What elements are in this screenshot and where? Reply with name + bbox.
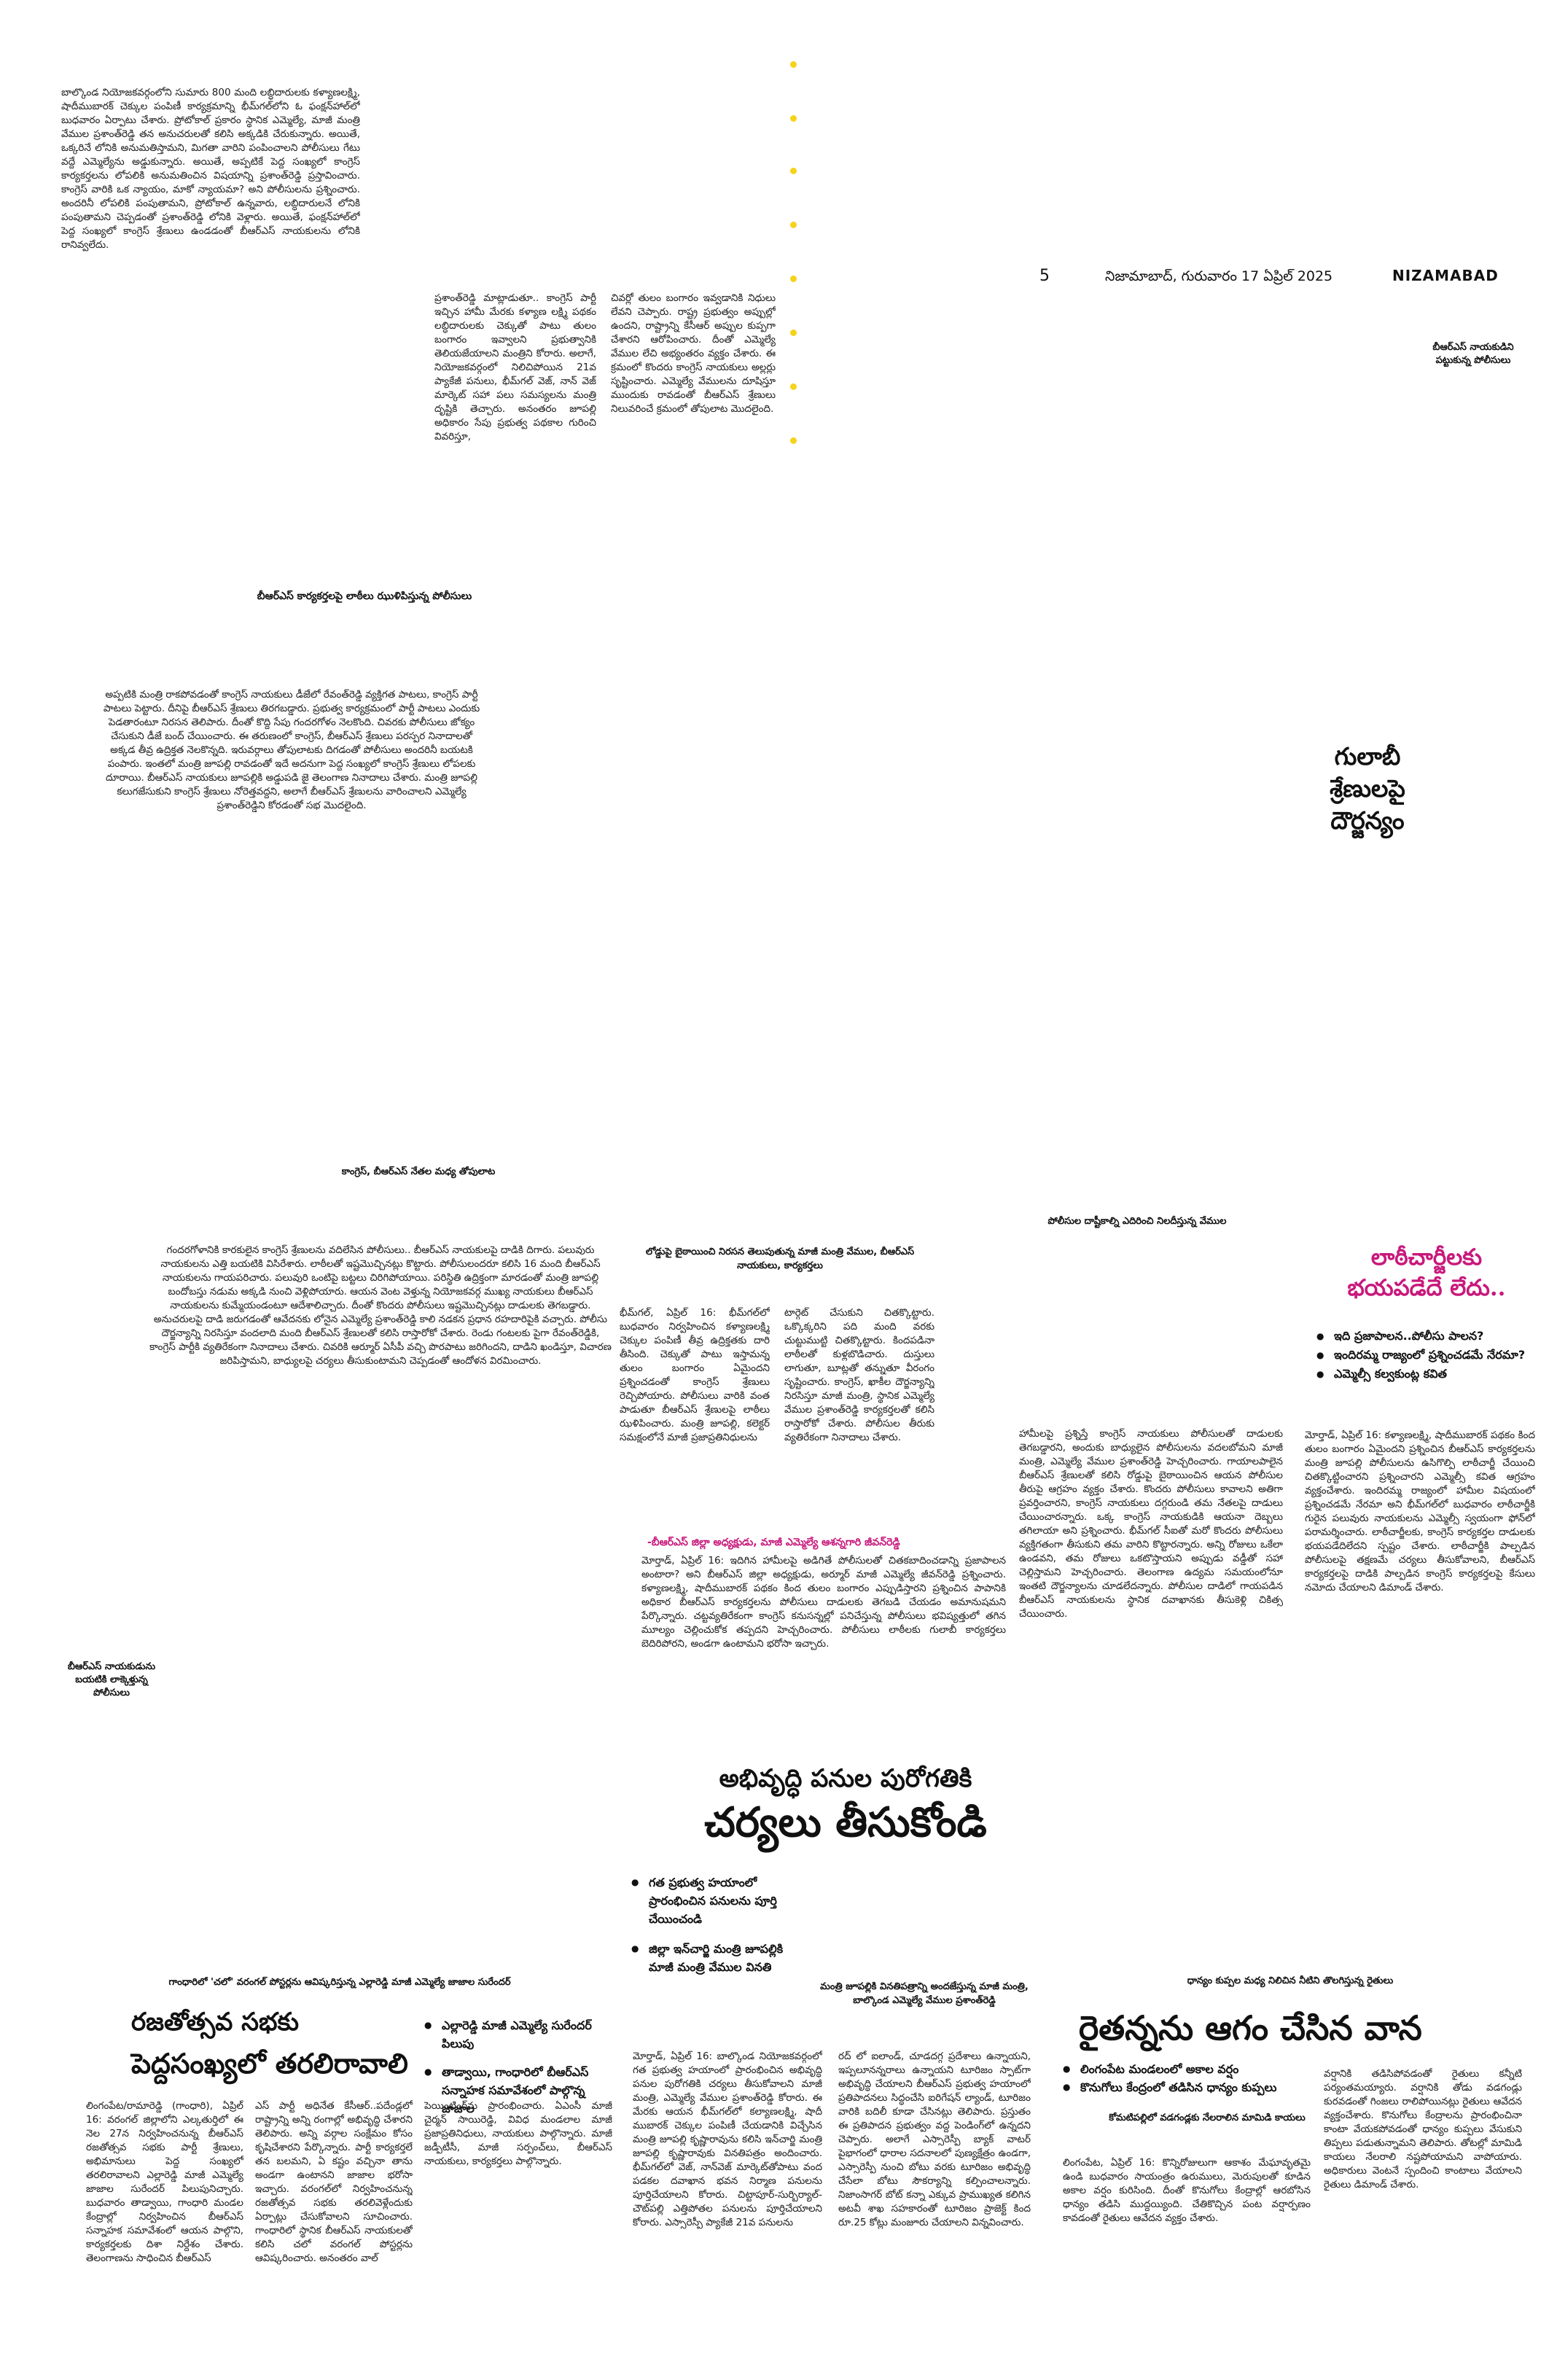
rain-bullet: లింగంపేట మండలంలో అకాల వర్షం (1063, 2060, 1296, 2078)
gandhari-caption: గాంధారిలో 'చలో' వరంగల్ పోస్టర్లను ఆవిష్క… (168, 1977, 511, 1988)
mid-photo-caption: బీఆర్‌ఎస్ కార్యకర్తలపై లాఠీలు ఝుళిపిస్తు… (257, 590, 472, 602)
margin-dot (790, 61, 797, 68)
dateline: నిజామాబాద్, గురువారం 17 ఏప్రిల్ 2025 (1105, 268, 1333, 284)
gulabi-headline: గులాబీ శ్రేణులపై దౌర్జన్యం (1330, 742, 1405, 835)
lodupu-caption: లోడ్డుపై బైఠాయించి నిరసన తెలుపుతున్న మాజ… (645, 1246, 915, 1271)
bheemgal-col2: టార్గెట్ చేసుకుని చితక్కొట్టారు. ఒక్కొక్… (784, 1307, 934, 1443)
clash-paragraph: గందరగోళానికి కారకులైన కాంగ్రెస్ శ్రేణులన… (149, 1244, 612, 1367)
vemula-paragraph: హామీలపై ప్రశ్నిస్తే కాంగ్రెస్ నాయకులు పో… (1019, 1428, 1283, 1620)
rain-caption: కోమటిపల్లిలో వడగండ్లకు నేలరాలిన మామిడి క… (1109, 2112, 1306, 2123)
kavitha-bullet: ఇందిరమ్మ రాజ్యంలో ప్రశ్నించడమే నేరమా? (1316, 1346, 1535, 1365)
top-story-col3: చివర్లో తులం బంగారం ఇవ్వడానికి నిధులు లే… (611, 292, 776, 415)
rain-bullet: కొనుగోలు కేంద్రంలో తడిసిన ధాన్యం కుప్పలు (1063, 2078, 1296, 2096)
development-bullet: గత ప్రభుత్వ హయాంలో ప్రారంభించిన పనులను ప… (631, 1873, 796, 1928)
gandhari-headline: పెద్దసంఖ్యలో తరలిరావాలి (131, 2047, 408, 2080)
gandhari-bullets: ఎల్లారెడ్డి మాజీ ఎమ్మెల్యే సురేందర్ పిలు… (424, 2016, 611, 2118)
gandhari-kicker: రజతోత్సవ సభకు (131, 2008, 300, 2037)
margin-dot (790, 383, 797, 390)
margin-dot (790, 437, 797, 444)
margin-dot (790, 329, 797, 336)
mid-paragraph: అప్పటికి మంత్రి రాకపోవడంతో కాంగ్రెస్ నాయ… (103, 689, 480, 811)
rain-headline: రైతన్నను ఆగం చేసిన వాన (1079, 2008, 1422, 2048)
rain-bullets: లింగంపేట మండలంలో అకాల వర్షం కొనుగోలు కేం… (1063, 2060, 1296, 2096)
edition-name: NIZAMABAD (1392, 267, 1499, 284)
rain-kicker: ధాన్యం కుప్పల మధ్య నిలిచిన నీటిని తొలగిస… (1187, 1975, 1394, 1986)
left-lower-caption: బీఆర్‌ఎస్ నాయకుడును బయటికి లాక్కెళ్తున్న… (67, 1661, 156, 1698)
jeevan-paragraph: మోర్తాడ్, ఏప్రిల్ 16: ఇదిగిన హామీలపై అడి… (641, 1555, 1006, 1650)
development-col1: మోర్తాడ్, ఏప్రిల్ 16: బాల్కొండ నియోజకవర్… (633, 2051, 822, 2228)
development-caption: మంత్రి జూపల్లికి వినతిపత్రాన్ని అందజేస్త… (820, 1981, 1029, 2006)
development-col2: రద్ లో ఐలాండ్, చూడదగ్గ ప్రదేశాలు ఉన్నాయన… (838, 2051, 1031, 2228)
margin-dot (790, 168, 797, 174)
bheemgal-col1: భీమ్‌గల్, ఏప్రిల్ 16: భీమ్‌గల్‌లో బుధవార… (620, 1307, 770, 1443)
development-headline: చర్యలు తీసుకోండి (704, 1798, 987, 1846)
margin-dot (790, 115, 797, 122)
rain-col1: లింగంపేట, ఏప్రిల్ 16: కొన్నిరోజులుగా ఆకా… (1063, 2157, 1311, 2224)
gandhari-bullet: ఎల్లారెడ్డి మాజీ ఎమ్మెల్యే సురేందర్ పిలు… (424, 2016, 611, 2053)
kavitha-headline: లాఠీచార్జీలకు భయపడేదే లేదు.. (1347, 1244, 1506, 1301)
kavitha-bullet: ఇది ప్రజాపాలన..పోలీసు పాలన? (1316, 1327, 1535, 1346)
page-number: 5 (1039, 267, 1050, 285)
jeevan-byline: -బీఆర్‌ఎస్ జిల్లా అధ్యక్షుడు, మాజీ ఎమ్మె… (647, 1537, 900, 1548)
gandhari-col2: ఎస్ పార్టీ అధినేత కేసీఆర్..పదేండ్లలో రాష… (255, 2100, 413, 2264)
top-story-col2: ప్రశాంత్‌రెడ్డి మాట్లాడుతూ.. కాంగ్రెస్ ప… (434, 292, 596, 442)
kavitha-paragraph: మోర్తాడ్, ఏప్రిల్ 16: కళ్యాణలక్ష్మి, షాద… (1305, 1429, 1535, 1593)
rain-col2: వర్షానికి తడిసిపోవడంతో రైతులు కన్నీటి పర… (1324, 2068, 1522, 2190)
development-kicker: అభివృద్ధి పనుల పురోగతికి (719, 1764, 972, 1793)
gandhari-col1: లింగంపేట/రామారెడ్డి (గాంధారి), ఏప్రిల్ 1… (86, 2100, 243, 2264)
kavitha-bullet: ఎమ్మెల్సీ కల్వకుంట్ల కవిత (1316, 1365, 1535, 1384)
margin-dot (790, 222, 797, 228)
gandhari-col3: పెయింటింగ్‌ను ప్రారంభించారు. ఏఎంసీ మాజీ … (424, 2100, 612, 2167)
kavitha-bullets: ఇది ప్రజాపాలన..పోలీసు పాలన? ఇందిరమ్మ రాజ… (1316, 1327, 1535, 1384)
margin-dot (790, 276, 797, 282)
development-bullets: గత ప్రభుత్వ హయాంలో ప్రారంభించిన పనులను ప… (631, 1873, 796, 1976)
development-bullet: జిల్లా ఇన్‌చార్జి మంత్రి జూపల్లికి మాజీ … (631, 1940, 796, 1976)
right-photo-caption: బీఆర్‌ఎస్ నాయకుడిని పట్టుకున్న పోలీసులు (1432, 342, 1514, 366)
clash-caption: కాంగ్రెస్, బీఆర్‌ఎస్ నేతల మధ్య తోపులాట (341, 1166, 496, 1177)
top-story-col1: బాల్కొండ నియోజకవర్గంలోని సుమారు 800 మంది… (61, 87, 360, 251)
vemula-police-caption: పోలీసుల దాష్టీకాల్ని ఎదిరించి నిలదీస్తున… (1047, 1216, 1227, 1227)
gandhari-bullet: తాడ్వాయి, గాంధారిలో బీఆర్‌ఎస్ సన్నాహక సమ… (424, 2063, 611, 2118)
